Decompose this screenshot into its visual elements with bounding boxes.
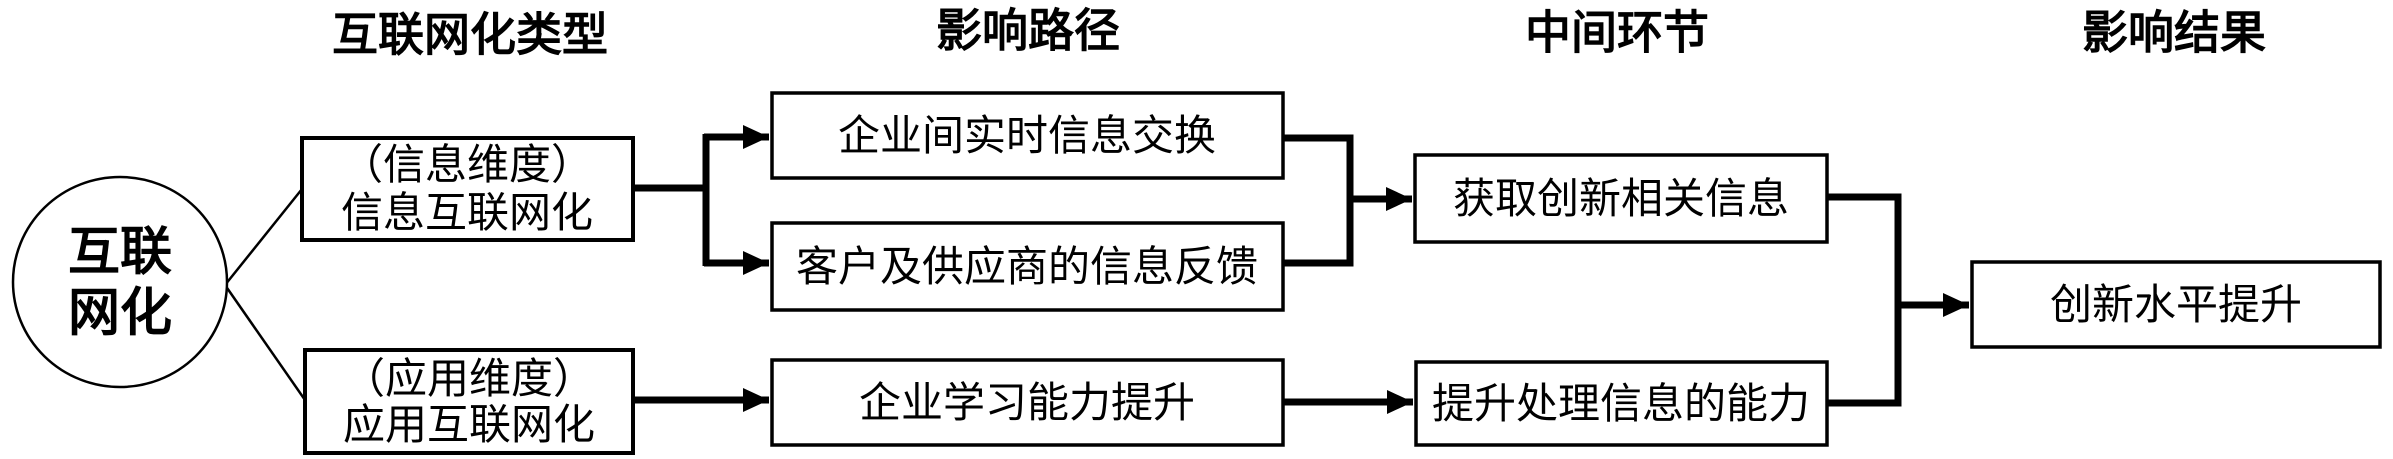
link-circle-to-info-dimension xyxy=(224,188,303,286)
node-app-dimension xyxy=(303,348,635,455)
node-internetization-circle xyxy=(11,175,229,389)
column-header-path: 影响路径 xyxy=(936,6,1120,57)
connector-intermediate-merge xyxy=(1827,193,1902,407)
connector-info-split xyxy=(633,134,710,266)
info-dimension-label-line2: 信息互联网化 xyxy=(341,190,593,237)
column-header-intermediate: 中间环节 xyxy=(1525,8,1709,59)
acquire-innovation-info-label: 获取创新相关信息 xyxy=(1453,176,1789,223)
app-dimension-label-line2: 应用互联网化 xyxy=(343,402,595,449)
realtime-exchange-label: 企业间实时信息交换 xyxy=(838,113,1216,160)
node-customer-supplier-feedback xyxy=(770,221,1285,312)
customer-supplier-feedback-label: 客户及供应商的信息反馈 xyxy=(796,244,1258,291)
circle-label-line2: 网化 xyxy=(68,285,172,343)
connector-path-merge xyxy=(1283,134,1354,267)
circle-label-line1: 互联 xyxy=(68,225,172,282)
column-header-result: 影响结果 xyxy=(2082,8,2266,59)
node-learning-capability xyxy=(770,358,1285,447)
node-info-dimension xyxy=(300,136,635,242)
app-dimension-label-line1: （应用维度） xyxy=(343,356,595,403)
node-innovation-level xyxy=(1970,260,2382,349)
process-information-label: 提升处理信息的能力 xyxy=(1432,381,1810,428)
learning-capability-label: 企业学习能力提升 xyxy=(859,380,1195,427)
node-process-information xyxy=(1414,360,1829,447)
innovation-level-label: 创新水平提升 xyxy=(2050,283,2302,329)
info-dimension-label-line1: （信息维度） xyxy=(341,142,593,189)
link-circle-to-app-dimension xyxy=(223,284,307,401)
column-header-type: 互联网化类型 xyxy=(332,10,608,61)
node-acquire-innovation-info xyxy=(1413,153,1829,244)
node-realtime-exchange xyxy=(770,91,1285,180)
